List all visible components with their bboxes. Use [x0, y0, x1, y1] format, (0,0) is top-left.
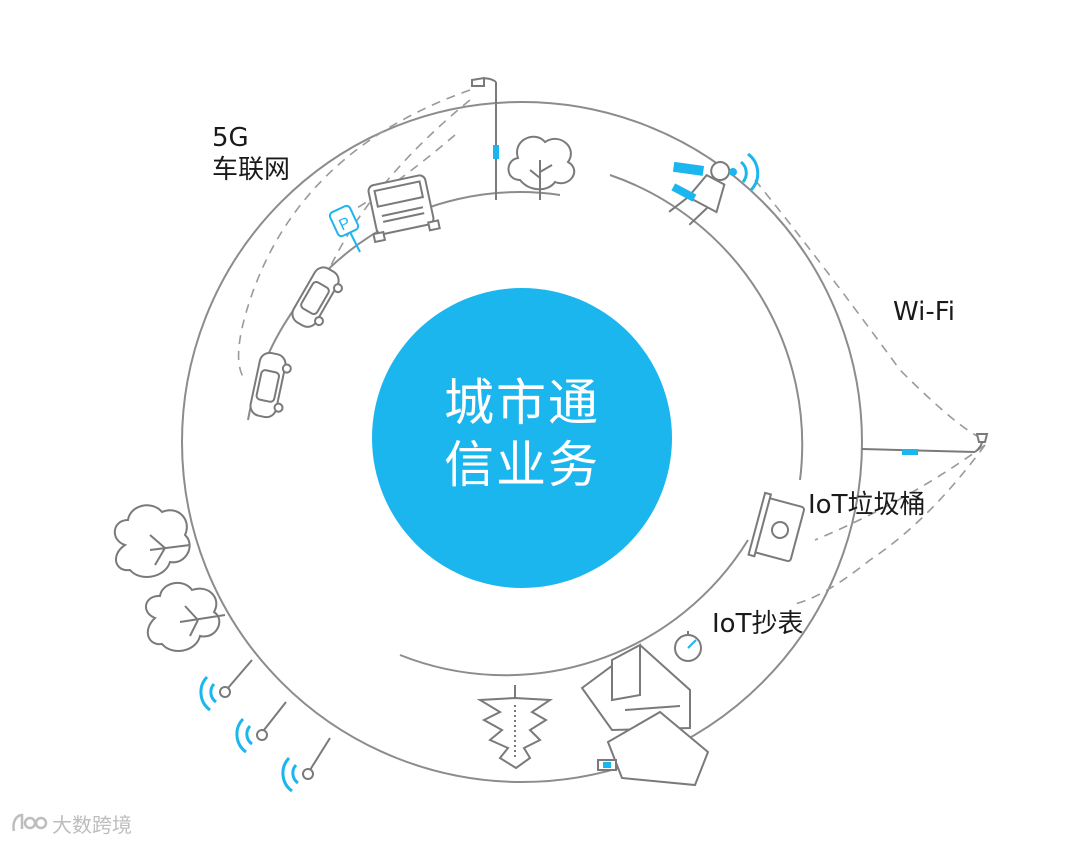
watermark-text: 大数跨境 — [52, 812, 132, 837]
dashed-signal-lines — [237, 89, 986, 606]
person-with-laptop-icon — [668, 161, 731, 226]
center-title-line2: 信业务 — [444, 436, 600, 494]
buildings-icon — [580, 643, 710, 787]
inner-ring-arc-right — [609, 174, 804, 481]
watermark: 大数跨境 — [10, 808, 132, 838]
meter-gauge-icon — [674, 631, 702, 662]
sensor-signal-icon-3 — [281, 737, 331, 793]
label-iot-trash-bin: IoT垃圾桶 — [808, 490, 926, 520]
right-street-lamp-icon — [861, 433, 989, 455]
tree-icon — [507, 135, 575, 200]
label-5g: 5G — [212, 123, 249, 153]
center-disc — [372, 288, 672, 588]
outer-ring — [181, 101, 863, 783]
label-wifi: Wi-Fi — [893, 297, 956, 327]
label-vehicle-network: 车联网 — [212, 155, 291, 185]
inner-ring-arc-bottom — [399, 539, 749, 677]
label-5g-vehicle-network: 5G 车联网 — [212, 122, 290, 186]
car-icon-2 — [249, 351, 292, 419]
sensor-signal-icon-1 — [199, 659, 253, 712]
watermark-logo-icon — [12, 813, 48, 832]
street-lamp-icon — [471, 76, 499, 200]
van-icon — [367, 174, 441, 244]
trash-bin-icon — [747, 491, 805, 563]
wifi-signal-icon — [729, 152, 760, 192]
pine-tree-icon — [476, 685, 554, 770]
tree-icon-left-1 — [113, 504, 191, 578]
tree-icon-left-2 — [145, 581, 226, 652]
label-iot-meter-reading: IoT抄表 — [712, 609, 804, 639]
parking-sign-icon: P — [328, 204, 361, 253]
center-title: 城市通 信业务 — [372, 372, 672, 496]
center-title-line1: 城市通 — [444, 374, 600, 432]
car-icon-1 — [291, 266, 343, 328]
sensor-signal-icon-2 — [235, 701, 287, 754]
